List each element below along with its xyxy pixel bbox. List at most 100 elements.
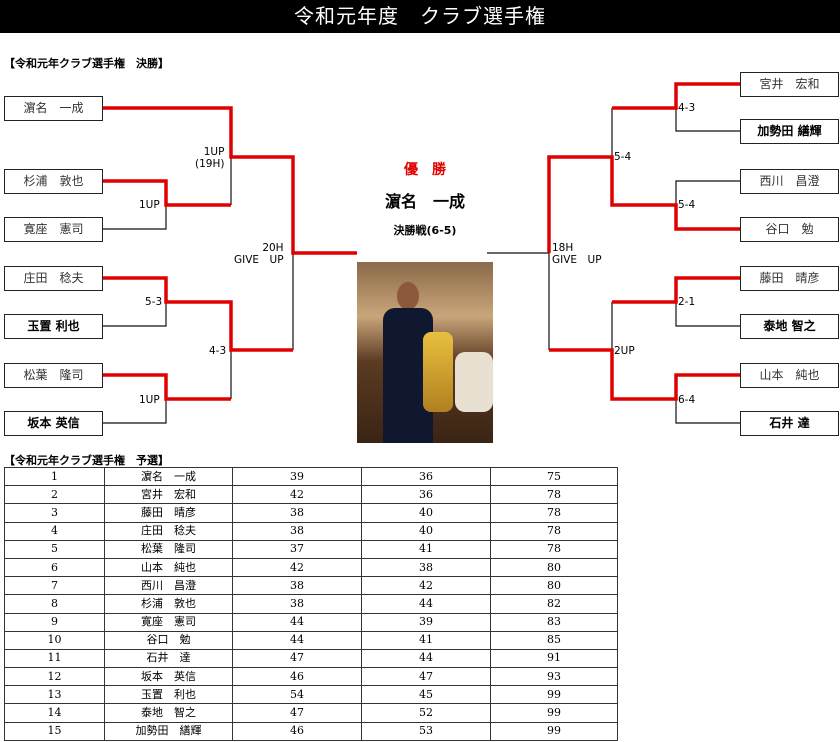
total-score-cell: 75 bbox=[490, 466, 618, 487]
total-score-cell: 85 bbox=[490, 630, 618, 650]
rank-cell: 7 bbox=[4, 576, 105, 596]
match-score: 1UP (19H) bbox=[195, 146, 225, 170]
total-score-cell: 78 bbox=[490, 539, 618, 559]
player-name-cell: 坂本 英信 bbox=[104, 667, 233, 687]
player-name-cell: 泰地 智之 bbox=[104, 703, 233, 723]
total-score-cell: 82 bbox=[490, 594, 618, 614]
player-name-cell: 山本 純也 bbox=[104, 557, 233, 578]
in-score-cell: 41 bbox=[361, 630, 491, 650]
match-score: 5-3 bbox=[145, 296, 163, 308]
match-score: 6-4 bbox=[678, 394, 696, 406]
rank-cell: 5 bbox=[4, 539, 105, 559]
match-score: 2UP bbox=[614, 345, 635, 357]
rank-cell: 6 bbox=[4, 557, 105, 578]
right-player-box: 藤田 晴彦 bbox=[740, 266, 839, 291]
player-name-cell: 石井 達 bbox=[104, 648, 233, 669]
left-player-box: 玉置 利也 bbox=[4, 314, 103, 339]
left-player-box: 坂本 英信 bbox=[4, 411, 103, 436]
rank-cell: 13 bbox=[4, 685, 105, 705]
out-score-cell: 46 bbox=[232, 667, 362, 687]
match-score: 20H GIVE UP bbox=[234, 242, 284, 266]
out-score-cell: 47 bbox=[232, 648, 362, 669]
out-score-cell: 37 bbox=[232, 539, 362, 559]
out-score-cell: 38 bbox=[232, 503, 362, 523]
champion-photo bbox=[357, 262, 493, 443]
total-score-cell: 99 bbox=[490, 685, 618, 705]
rank-cell: 4 bbox=[4, 521, 105, 541]
champion-name: 濵名 一成 bbox=[384, 192, 465, 211]
rank-cell: 10 bbox=[4, 630, 105, 650]
match-score: 4-3 bbox=[678, 102, 696, 114]
total-score-cell: 99 bbox=[490, 703, 618, 723]
rank-cell: 3 bbox=[4, 503, 105, 523]
player-name-cell: 加勢田 繕輝 bbox=[104, 721, 233, 741]
left-player-box: 庄田 稔夫 bbox=[4, 266, 103, 291]
player-name-cell: 西川 昌澄 bbox=[104, 576, 233, 596]
in-score-cell: 41 bbox=[361, 539, 491, 559]
in-score-cell: 47 bbox=[361, 667, 491, 687]
rank-cell: 1 bbox=[4, 466, 105, 487]
rank-cell: 2 bbox=[4, 485, 105, 505]
out-score-cell: 38 bbox=[232, 576, 362, 596]
out-score-cell: 46 bbox=[232, 721, 362, 741]
total-score-cell: 93 bbox=[490, 667, 618, 687]
right-player-box: 泰地 智之 bbox=[740, 314, 839, 339]
in-score-cell: 36 bbox=[361, 466, 491, 487]
out-score-cell: 38 bbox=[232, 594, 362, 614]
out-score-cell: 47 bbox=[232, 703, 362, 723]
in-score-cell: 39 bbox=[361, 612, 491, 632]
out-score-cell: 38 bbox=[232, 521, 362, 541]
match-score: 2-1 bbox=[678, 296, 696, 308]
right-player-box: 宮井 宏和 bbox=[740, 72, 839, 97]
page-title: 令和元年度 クラブ選手権 bbox=[0, 0, 840, 33]
rank-cell: 8 bbox=[4, 594, 105, 614]
rank-cell: 11 bbox=[4, 648, 105, 669]
rank-cell: 15 bbox=[4, 721, 105, 741]
match-score: 1UP bbox=[139, 394, 160, 406]
right-player-box: 石井 達 bbox=[740, 411, 839, 436]
right-player-box: 西川 昌澄 bbox=[740, 169, 839, 194]
in-score-cell: 40 bbox=[361, 503, 491, 523]
player-name-cell: 庄田 稔夫 bbox=[104, 521, 233, 541]
final-section-heading: 【令和元年クラブ選手権 決勝】 bbox=[4, 57, 169, 70]
champion-label: 優 勝 bbox=[404, 162, 446, 178]
player-name-cell: 玉置 利也 bbox=[104, 685, 233, 705]
rank-cell: 12 bbox=[4, 667, 105, 687]
right-player-box: 谷口 勉 bbox=[740, 217, 839, 242]
player-name-cell: 濵名 一成 bbox=[104, 466, 233, 487]
match-score: 1UP bbox=[139, 199, 160, 211]
rank-cell: 9 bbox=[4, 612, 105, 632]
total-score-cell: 78 bbox=[490, 503, 618, 523]
out-score-cell: 54 bbox=[232, 685, 362, 705]
player-name-cell: 寛座 憲司 bbox=[104, 612, 233, 632]
total-score-cell: 80 bbox=[490, 557, 618, 578]
out-score-cell: 42 bbox=[232, 557, 362, 578]
match-score: 5-4 bbox=[614, 151, 632, 163]
qualifying-section-heading: 【令和元年クラブ選手権 予選】 bbox=[4, 454, 169, 467]
in-score-cell: 44 bbox=[361, 648, 491, 669]
left-player-box: 濵名 一成 bbox=[4, 96, 103, 121]
in-score-cell: 42 bbox=[361, 576, 491, 596]
player-name-cell: 杉浦 敦也 bbox=[104, 594, 233, 614]
total-score-cell: 80 bbox=[490, 576, 618, 596]
in-score-cell: 40 bbox=[361, 521, 491, 541]
right-player-box: 山本 純也 bbox=[740, 363, 839, 388]
left-player-box: 杉浦 敦也 bbox=[4, 169, 103, 194]
match-score: 4-3 bbox=[209, 345, 227, 357]
player-name-cell: 藤田 晴彦 bbox=[104, 503, 233, 523]
match-score: 18H GIVE UP bbox=[552, 242, 602, 266]
total-score-cell: 83 bbox=[490, 612, 618, 632]
match-score: 5-4 bbox=[678, 199, 696, 211]
